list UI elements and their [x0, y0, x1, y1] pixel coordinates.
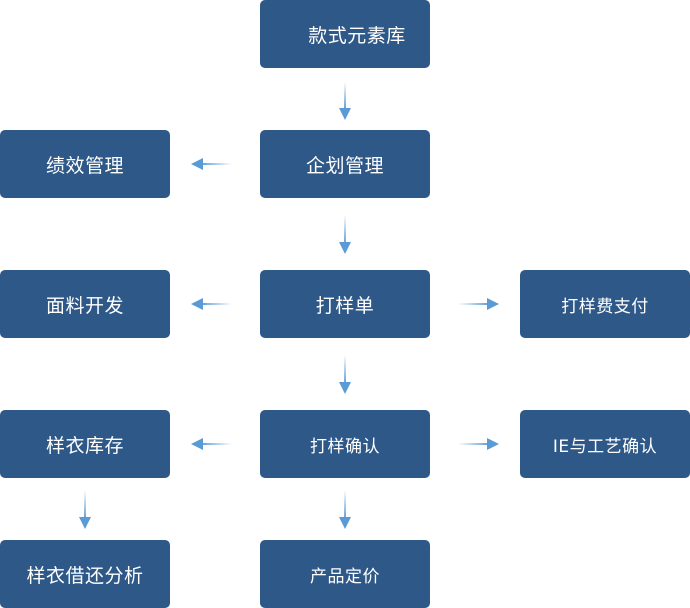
node-label: IE与工艺确认 [552, 436, 658, 457]
node-style-library[interactable]: 款式元素库 [260, 0, 430, 68]
node-sample-confirm[interactable]: 打样确认 [260, 410, 430, 478]
node-sample-fee[interactable]: 打样费支付 [520, 270, 690, 338]
node-performance[interactable]: 绩效管理 [0, 130, 170, 198]
arrow-sample-order-to-fabric [191, 298, 232, 310]
node-label: 面料开发 [45, 294, 124, 317]
arrow-planning-to-sample-order [339, 215, 351, 254]
node-label: 绩效管理 [45, 154, 124, 177]
node-label: 打样单 [315, 294, 375, 317]
node-label: 款式元素库 [308, 24, 406, 47]
node-label: 样衣库存 [45, 434, 124, 457]
arrow-style-to-planning [339, 82, 351, 120]
node-planning[interactable]: 企划管理 [260, 130, 430, 198]
node-pricing[interactable]: 产品定价 [260, 540, 430, 608]
arrow-planning-to-performance [191, 158, 232, 170]
node-fabric-dev[interactable]: 面料开发 [0, 270, 170, 338]
node-label: 企划管理 [305, 154, 384, 177]
node-ie-process[interactable]: IE与工艺确认 [520, 410, 690, 478]
arrow-confirm-to-stock [191, 438, 232, 450]
node-label: 产品定价 [310, 566, 380, 587]
arrow-stock-to-borrow [79, 490, 91, 529]
arrow-confirm-to-pricing [339, 490, 351, 529]
node-sample-borrow[interactable]: 样衣借还分析 [0, 540, 170, 608]
arrow-confirm-to-ie [458, 438, 499, 450]
node-label: 样衣借还分析 [26, 564, 144, 587]
node-label: 打样确认 [310, 436, 380, 457]
node-label: 打样费支付 [561, 296, 649, 317]
arrow-sample-order-to-fee [458, 298, 499, 310]
node-sample-stock[interactable]: 样衣库存 [0, 410, 170, 478]
arrow-sample-order-to-confirm [339, 355, 351, 394]
node-sample-order[interactable]: 打样单 [260, 270, 430, 338]
